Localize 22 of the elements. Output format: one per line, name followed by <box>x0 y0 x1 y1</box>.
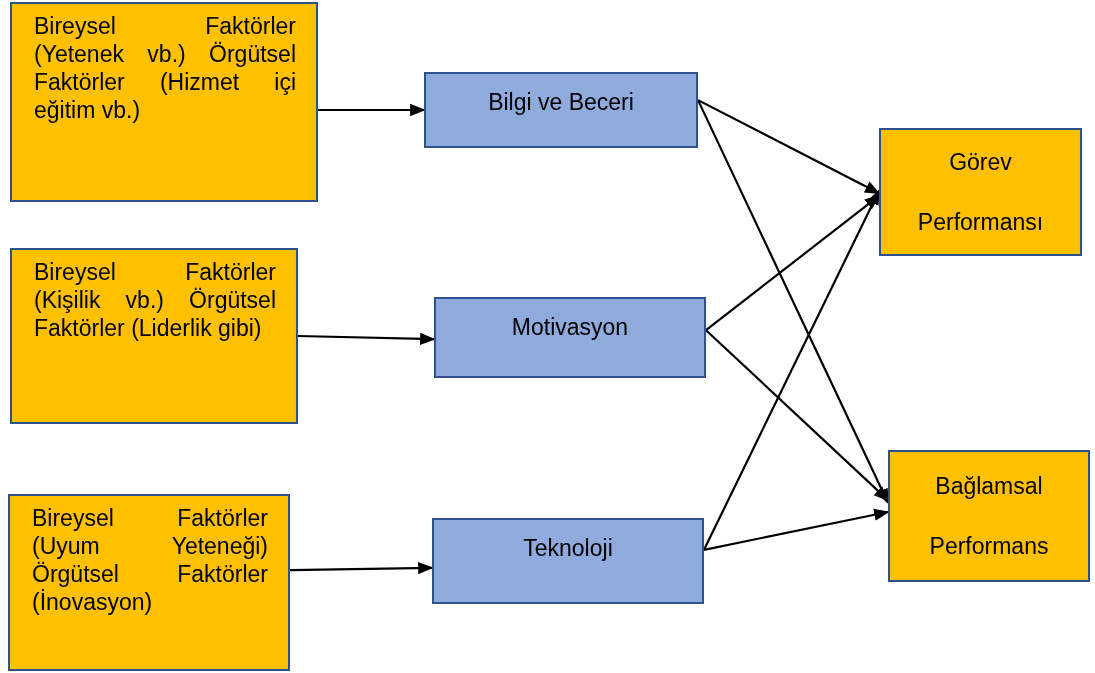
box-text: Bireysel Faktörler (Uyum Yeteneği) Örgütsel Faktörler (İnovasyon) <box>32 504 268 616</box>
process-box <box>434 297 706 378</box>
arrow <box>697 99 889 505</box>
arrow <box>290 561 434 575</box>
process-box <box>8 494 290 671</box>
process-box <box>879 128 1082 256</box>
arrow <box>703 508 890 551</box>
box-text: Görev Performansı <box>916 148 1045 237</box>
box-text: Bağlamsal Performans <box>928 472 1050 561</box>
box-text: Bireysel Faktörler (Yetenek vb.) Örgütsel Faktörler (Hizmet içi eğitim vb.) <box>34 12 296 124</box>
process-box <box>432 518 704 604</box>
arrow <box>703 189 880 551</box>
arrow <box>297 332 436 345</box>
box-text: Bireysel Faktörler (Kişilik vb.) Örgütsel Faktörler (Liderlik gibi) <box>34 258 276 342</box>
arrow <box>318 103 426 117</box>
process-box <box>424 72 698 148</box>
box-text: Bilgi ve Beceri <box>488 88 634 116</box>
box-text: Teknoloji <box>523 534 613 562</box>
process-box <box>888 450 1090 582</box>
box-text: Motivasyon <box>511 313 629 341</box>
process-box <box>10 248 298 424</box>
process-box <box>10 2 318 202</box>
